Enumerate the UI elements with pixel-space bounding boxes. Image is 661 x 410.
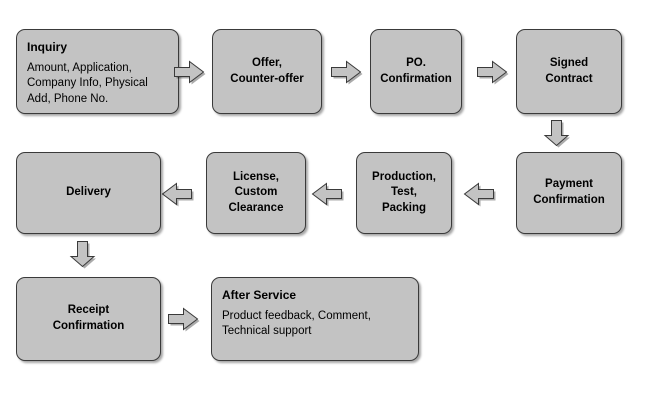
node-inquiry-title: Inquiry xyxy=(27,40,68,54)
node-inquiry[interactable]: Inquiry Amount, Application, Company Inf… xyxy=(16,29,179,114)
node-delivery[interactable]: Delivery xyxy=(16,152,161,234)
node-offer[interactable]: Offer, Counter-offer xyxy=(212,29,322,114)
arrow-right-po-to-contract xyxy=(475,57,509,85)
node-after-service-body: Product feedback, Comment, Technical sup… xyxy=(222,310,371,338)
node-receipt-confirmation[interactable]: Receipt Confirmation xyxy=(16,277,161,361)
node-inquiry-body: Amount, Application, Company Info, Physi… xyxy=(27,62,148,105)
arrow-right-offer-to-po xyxy=(329,57,363,85)
arrow-left-payment-to-production xyxy=(462,179,496,207)
node-signed-contract[interactable]: Signed Contract xyxy=(516,29,622,114)
node-production-test-packing[interactable]: Production, Test, Packing xyxy=(356,152,452,234)
arrow-right-inquiry-to-offer xyxy=(172,57,206,85)
node-production-test-packing-title: Production, Test, Packing xyxy=(372,170,436,214)
node-license-custom-clearance-title: License, Custom Clearance xyxy=(228,170,284,214)
node-payment-confirmation-title: Payment Confirmation xyxy=(533,178,605,206)
node-offer-title: Offer, Counter-offer xyxy=(230,56,304,85)
arrow-left-production-to-license xyxy=(310,179,344,207)
node-after-service-title: After Service xyxy=(222,288,297,302)
node-license-custom-clearance[interactable]: License, Custom Clearance xyxy=(206,152,306,234)
node-payment-confirmation[interactable]: Payment Confirmation xyxy=(516,152,622,234)
node-after-service[interactable]: After Service Product feedback, Comment,… xyxy=(211,277,419,361)
node-signed-contract-title: Signed Contract xyxy=(545,56,593,85)
node-receipt-confirmation-title: Receipt Confirmation xyxy=(52,304,125,332)
arrow-right-receipt-to-after-service xyxy=(166,304,200,332)
arrow-down-contract-to-payment xyxy=(542,118,572,148)
node-po-confirmation-title: PO. Confirmation xyxy=(380,56,452,85)
node-delivery-title: Delivery xyxy=(66,186,111,199)
node-po-confirmation[interactable]: PO. Confirmation xyxy=(370,29,462,114)
arrow-down-delivery-to-receipt xyxy=(68,239,98,269)
arrow-left-license-to-delivery xyxy=(160,179,194,207)
